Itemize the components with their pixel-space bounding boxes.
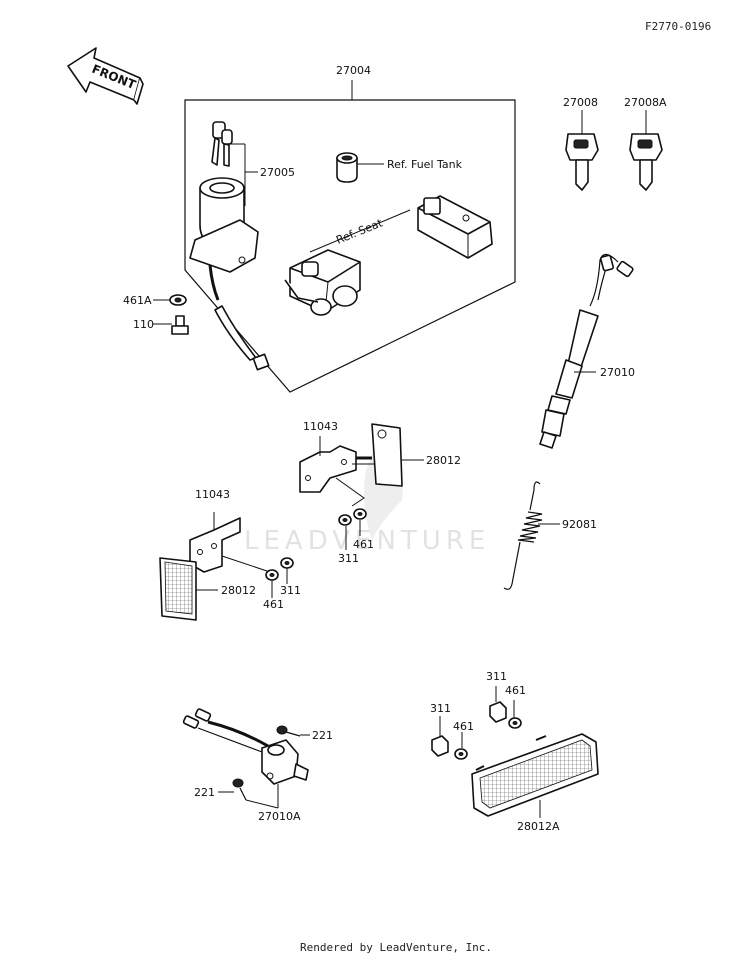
label-27008A: 27008A	[624, 96, 667, 109]
label-461-lower: 461	[263, 598, 284, 611]
label-311-right-lower: 311	[430, 702, 451, 715]
screw-221-upper	[276, 725, 301, 737]
watermark-text: LEADVENTURE	[244, 526, 490, 556]
label-28012-lower: 28012	[221, 584, 256, 597]
reflector-28012-upper	[371, 423, 403, 487]
key-27008A	[629, 133, 663, 191]
watermark: LEADVENTURE	[244, 420, 490, 556]
spring-92081	[503, 481, 543, 590]
label-461-right-lower: 461	[453, 720, 474, 733]
nuts-28012A	[431, 701, 522, 760]
fuel-tank-lock	[336, 152, 358, 183]
label-27008: 27008	[563, 96, 598, 109]
label-11043-upper: 11043	[303, 420, 338, 433]
label-461A: 461A	[123, 294, 152, 307]
label-ref-fuel-tank: Ref. Fuel Tank	[387, 158, 463, 171]
label-92081: 92081	[562, 518, 597, 531]
label-221-upper: 221	[312, 729, 333, 742]
bolt-110	[171, 315, 189, 335]
label-311-right-upper: 311	[486, 670, 507, 683]
label-461-right-upper: 461	[505, 684, 526, 697]
label-311-lower: 311	[280, 584, 301, 597]
label-ref-seat: Ref. Seat	[334, 216, 385, 247]
washer-461A	[169, 294, 187, 306]
bracket-11043-lower	[189, 517, 241, 573]
footer-credit: Rendered by LeadVenture, Inc.	[300, 941, 492, 954]
label-28012A: 28012A	[517, 820, 560, 833]
front-arrow: FRONT	[67, 47, 144, 105]
label-461-upper: 461	[353, 538, 374, 551]
diagram-code: F2770-0196	[645, 20, 711, 33]
switch-27010	[539, 253, 634, 449]
ignition-switch	[189, 177, 270, 371]
nuts-lower	[221, 555, 294, 581]
bracket-11043-upper	[299, 445, 376, 493]
label-221-lower: 221	[194, 786, 215, 799]
switch-27010A	[182, 708, 309, 785]
screw-221-lower	[232, 778, 247, 801]
label-27010A: 27010A	[258, 810, 301, 823]
label-311-upper: 311	[338, 552, 359, 565]
label-110: 110	[133, 318, 154, 331]
key-27008	[565, 133, 599, 191]
group-27004-outline	[184, 80, 516, 393]
reflector-28012-lower	[159, 557, 197, 621]
label-11043-lower: 11043	[195, 488, 230, 501]
seat-lock-assembly	[284, 195, 493, 316]
label-27004: 27004	[336, 64, 371, 77]
label-27010: 27010	[600, 366, 635, 379]
label-27005: 27005	[260, 166, 295, 179]
nuts-upper	[335, 477, 367, 526]
reflector-28012A	[471, 733, 599, 817]
label-28012-upper: 28012	[426, 454, 461, 467]
